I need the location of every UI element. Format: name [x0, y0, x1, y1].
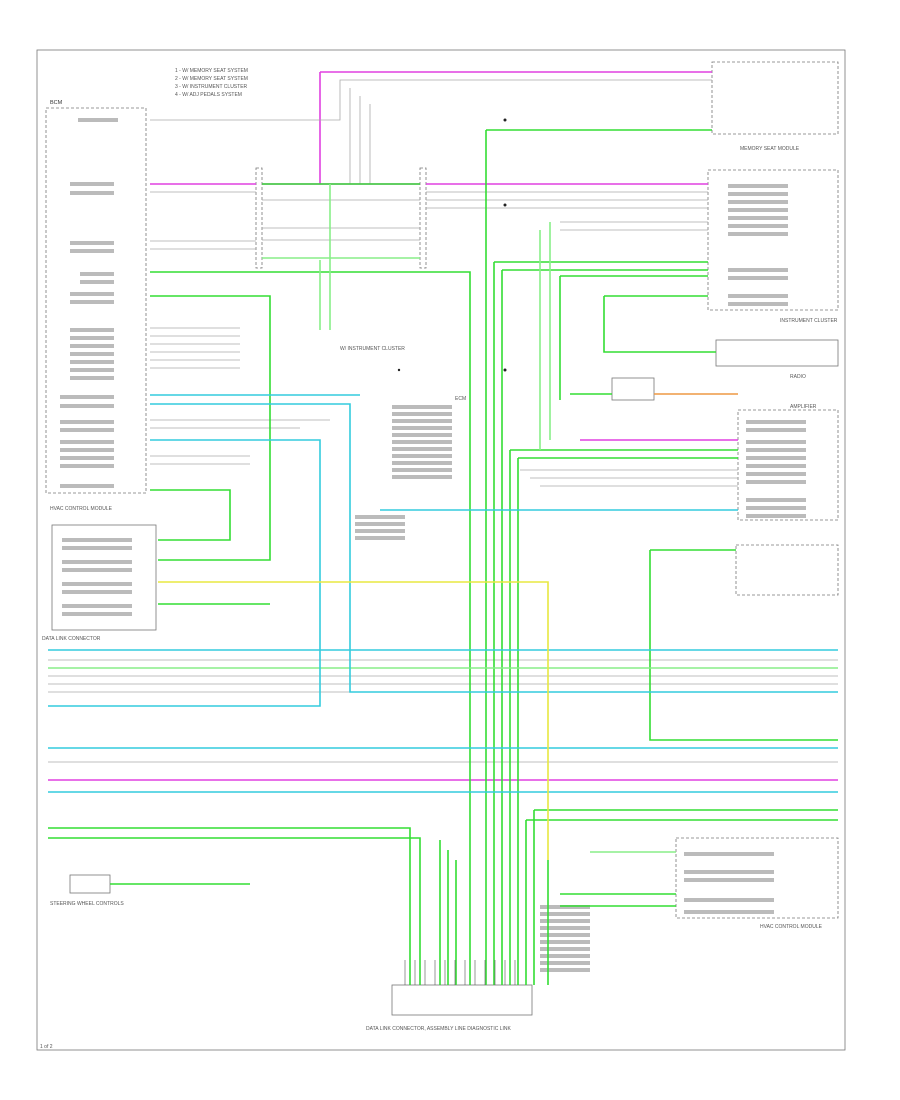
splice-block-left — [255, 167, 263, 269]
bottom-connector-box — [391, 984, 533, 1016]
bottom-connector-label: DATA LINK CONNECTOR, ASSEMBLY LINE DIAGN… — [366, 1026, 512, 1032]
left-module-label: BCM — [50, 100, 63, 106]
hvac-module-box — [51, 524, 157, 631]
ecm-label: ECM — [455, 396, 466, 402]
hvac-module-label: HVAC CONTROL MODULE — [50, 506, 113, 512]
wires-yellow — [158, 581, 549, 860]
splice-dots — [397, 118, 507, 372]
right-top-module-label: MEMORY SEAT MODULE — [740, 146, 800, 152]
amplifier-box — [737, 409, 839, 521]
left-connector-labels — [60, 118, 118, 488]
right-cluster-label: INSTRUMENT CLUSTER — [780, 318, 838, 324]
radio-box — [715, 339, 839, 367]
amplifier-pins — [746, 420, 806, 518]
wires-gray — [48, 79, 838, 763]
splice-block-right — [419, 167, 427, 269]
hvac-module-pins — [62, 538, 132, 616]
bottom-connector-pins — [404, 960, 516, 985]
right-cluster-pins — [728, 184, 788, 306]
right-cluster-box — [707, 169, 839, 311]
wires-cyan — [48, 394, 838, 793]
center-annotation-blocks — [355, 405, 590, 972]
amplifier-label: AMPLIFIER — [790, 404, 817, 410]
wires-green — [48, 129, 838, 985]
bottom-left-connector-box — [69, 874, 111, 894]
right-top-module-box — [711, 61, 839, 135]
header-note-1: 1 - W/ MEMORY SEAT SYSTEM — [175, 68, 248, 74]
right-sensor-box — [735, 544, 839, 596]
instrument-system-label: W/ INSTRUMENT CLUSTER — [340, 346, 405, 352]
radio-label: RADIO — [790, 374, 806, 380]
wires-light-green — [48, 184, 838, 853]
page-ref: 1 of 2 — [40, 1044, 53, 1050]
left-module-box — [45, 107, 147, 494]
bottom-right-pins — [684, 852, 774, 914]
bottom-left-module-label: STEERING WHEEL CONTROLS — [50, 901, 124, 907]
bottom-right-module-label: HVAC CONTROL MODULE — [760, 924, 823, 930]
bottom-right-module-box — [675, 837, 839, 919]
header-note-2: 2 - W/ MEMORY SEAT SYSTEM — [175, 76, 248, 82]
diagram-frame — [36, 49, 846, 1051]
data-link-label: DATA LINK CONNECTOR — [42, 636, 101, 642]
header-note-3: 3 - W/ INSTRUMENT CLUSTER — [175, 84, 248, 90]
header-note-4: 4 - W/ ADJ PEDALS SYSTEM — [175, 92, 242, 98]
center-connector — [611, 377, 655, 401]
